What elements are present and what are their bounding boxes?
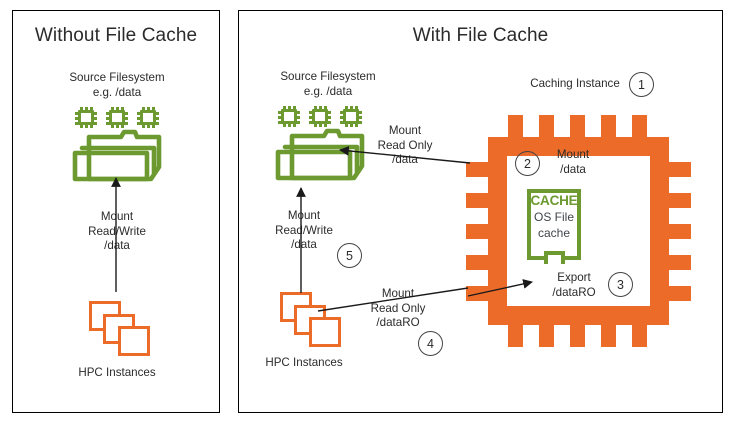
cpu-pin (632, 321, 647, 347)
instance-square (309, 317, 341, 347)
source-filesystem-icon (69, 107, 165, 185)
hpc-instances-icon (280, 292, 342, 348)
callout-circle-1: 1 (629, 72, 654, 97)
cpu-export-label: Export /dataRO (552, 271, 596, 299)
os-file-cache-icon: CACHE OS File cache (527, 189, 581, 268)
cpu-pin (466, 224, 492, 239)
cpu-chip-icon (75, 107, 97, 128)
right-source-filesystem-label: Source Filesystem e.g. /data (280, 70, 376, 98)
cpu-pin (570, 115, 585, 141)
cache-shell (527, 189, 581, 260)
cpu-pin (601, 321, 616, 347)
cpu-pin (665, 193, 691, 208)
cpu-chip-icon (340, 106, 362, 127)
cache-line-2: OS File (533, 210, 574, 224)
callout-circle-2: 2 (515, 151, 540, 176)
cpu-chip-icon (278, 106, 300, 127)
cpu-mount-label: Mount /data (556, 148, 590, 176)
cache-notch (544, 251, 565, 268)
cpu-pin (665, 224, 691, 239)
cpu-pin (466, 255, 492, 270)
cache-line-3: cache (537, 226, 571, 240)
cpu-chip-icon (309, 106, 331, 127)
cpu-pin (665, 255, 691, 270)
source-filesystem-icon (272, 106, 368, 184)
chip-row (278, 106, 362, 128)
cache-title: CACHE (530, 193, 578, 208)
cpu-pin (466, 193, 492, 208)
cpu-pin (508, 115, 523, 141)
mount-read-only-dataro-label: Mount Read Only /dataRO (370, 287, 426, 329)
right-hpc-label: HPC Instances (265, 356, 343, 369)
cpu-pin (665, 162, 691, 177)
hpc-instances-icon (89, 301, 151, 357)
cpu-chip-icon (106, 107, 128, 128)
cpu-pin (632, 115, 647, 141)
instance-square (118, 326, 150, 356)
left-hpc-label: HPC Instances (78, 366, 156, 379)
callout-circle-4: 4 (418, 331, 443, 356)
cpu-chip-icon (137, 107, 159, 128)
left-mount-label: Mount Read/Write /data (88, 210, 146, 252)
callout-circle-5: 5 (337, 243, 362, 268)
cpu-pin (665, 286, 691, 301)
cpu-pin (570, 321, 585, 347)
chip-row (75, 107, 159, 129)
cpu-pin (466, 162, 492, 177)
panel-left-title: Without File Cache (34, 25, 198, 46)
cpu-pin (601, 115, 616, 141)
folder-icon (272, 126, 368, 184)
cpu-pin (539, 115, 554, 141)
caching-instance-label: Caching Instance (530, 77, 620, 90)
callout-circle-3: 3 (608, 272, 633, 297)
right-mount-rw-label: Mount Read/Write /data (275, 209, 333, 251)
cpu-pin (508, 321, 523, 347)
panel-right-title: With File Cache (412, 25, 549, 46)
cpu-pin (539, 321, 554, 347)
mount-read-only-data-label: Mount Read Only /data (377, 124, 433, 166)
left-source-filesystem-label: Source Filesystem e.g. /data (69, 71, 165, 99)
folder-icon (69, 127, 165, 185)
panel-without-file-cache: Without File Cache Source Filesystem e.g… (12, 10, 220, 413)
